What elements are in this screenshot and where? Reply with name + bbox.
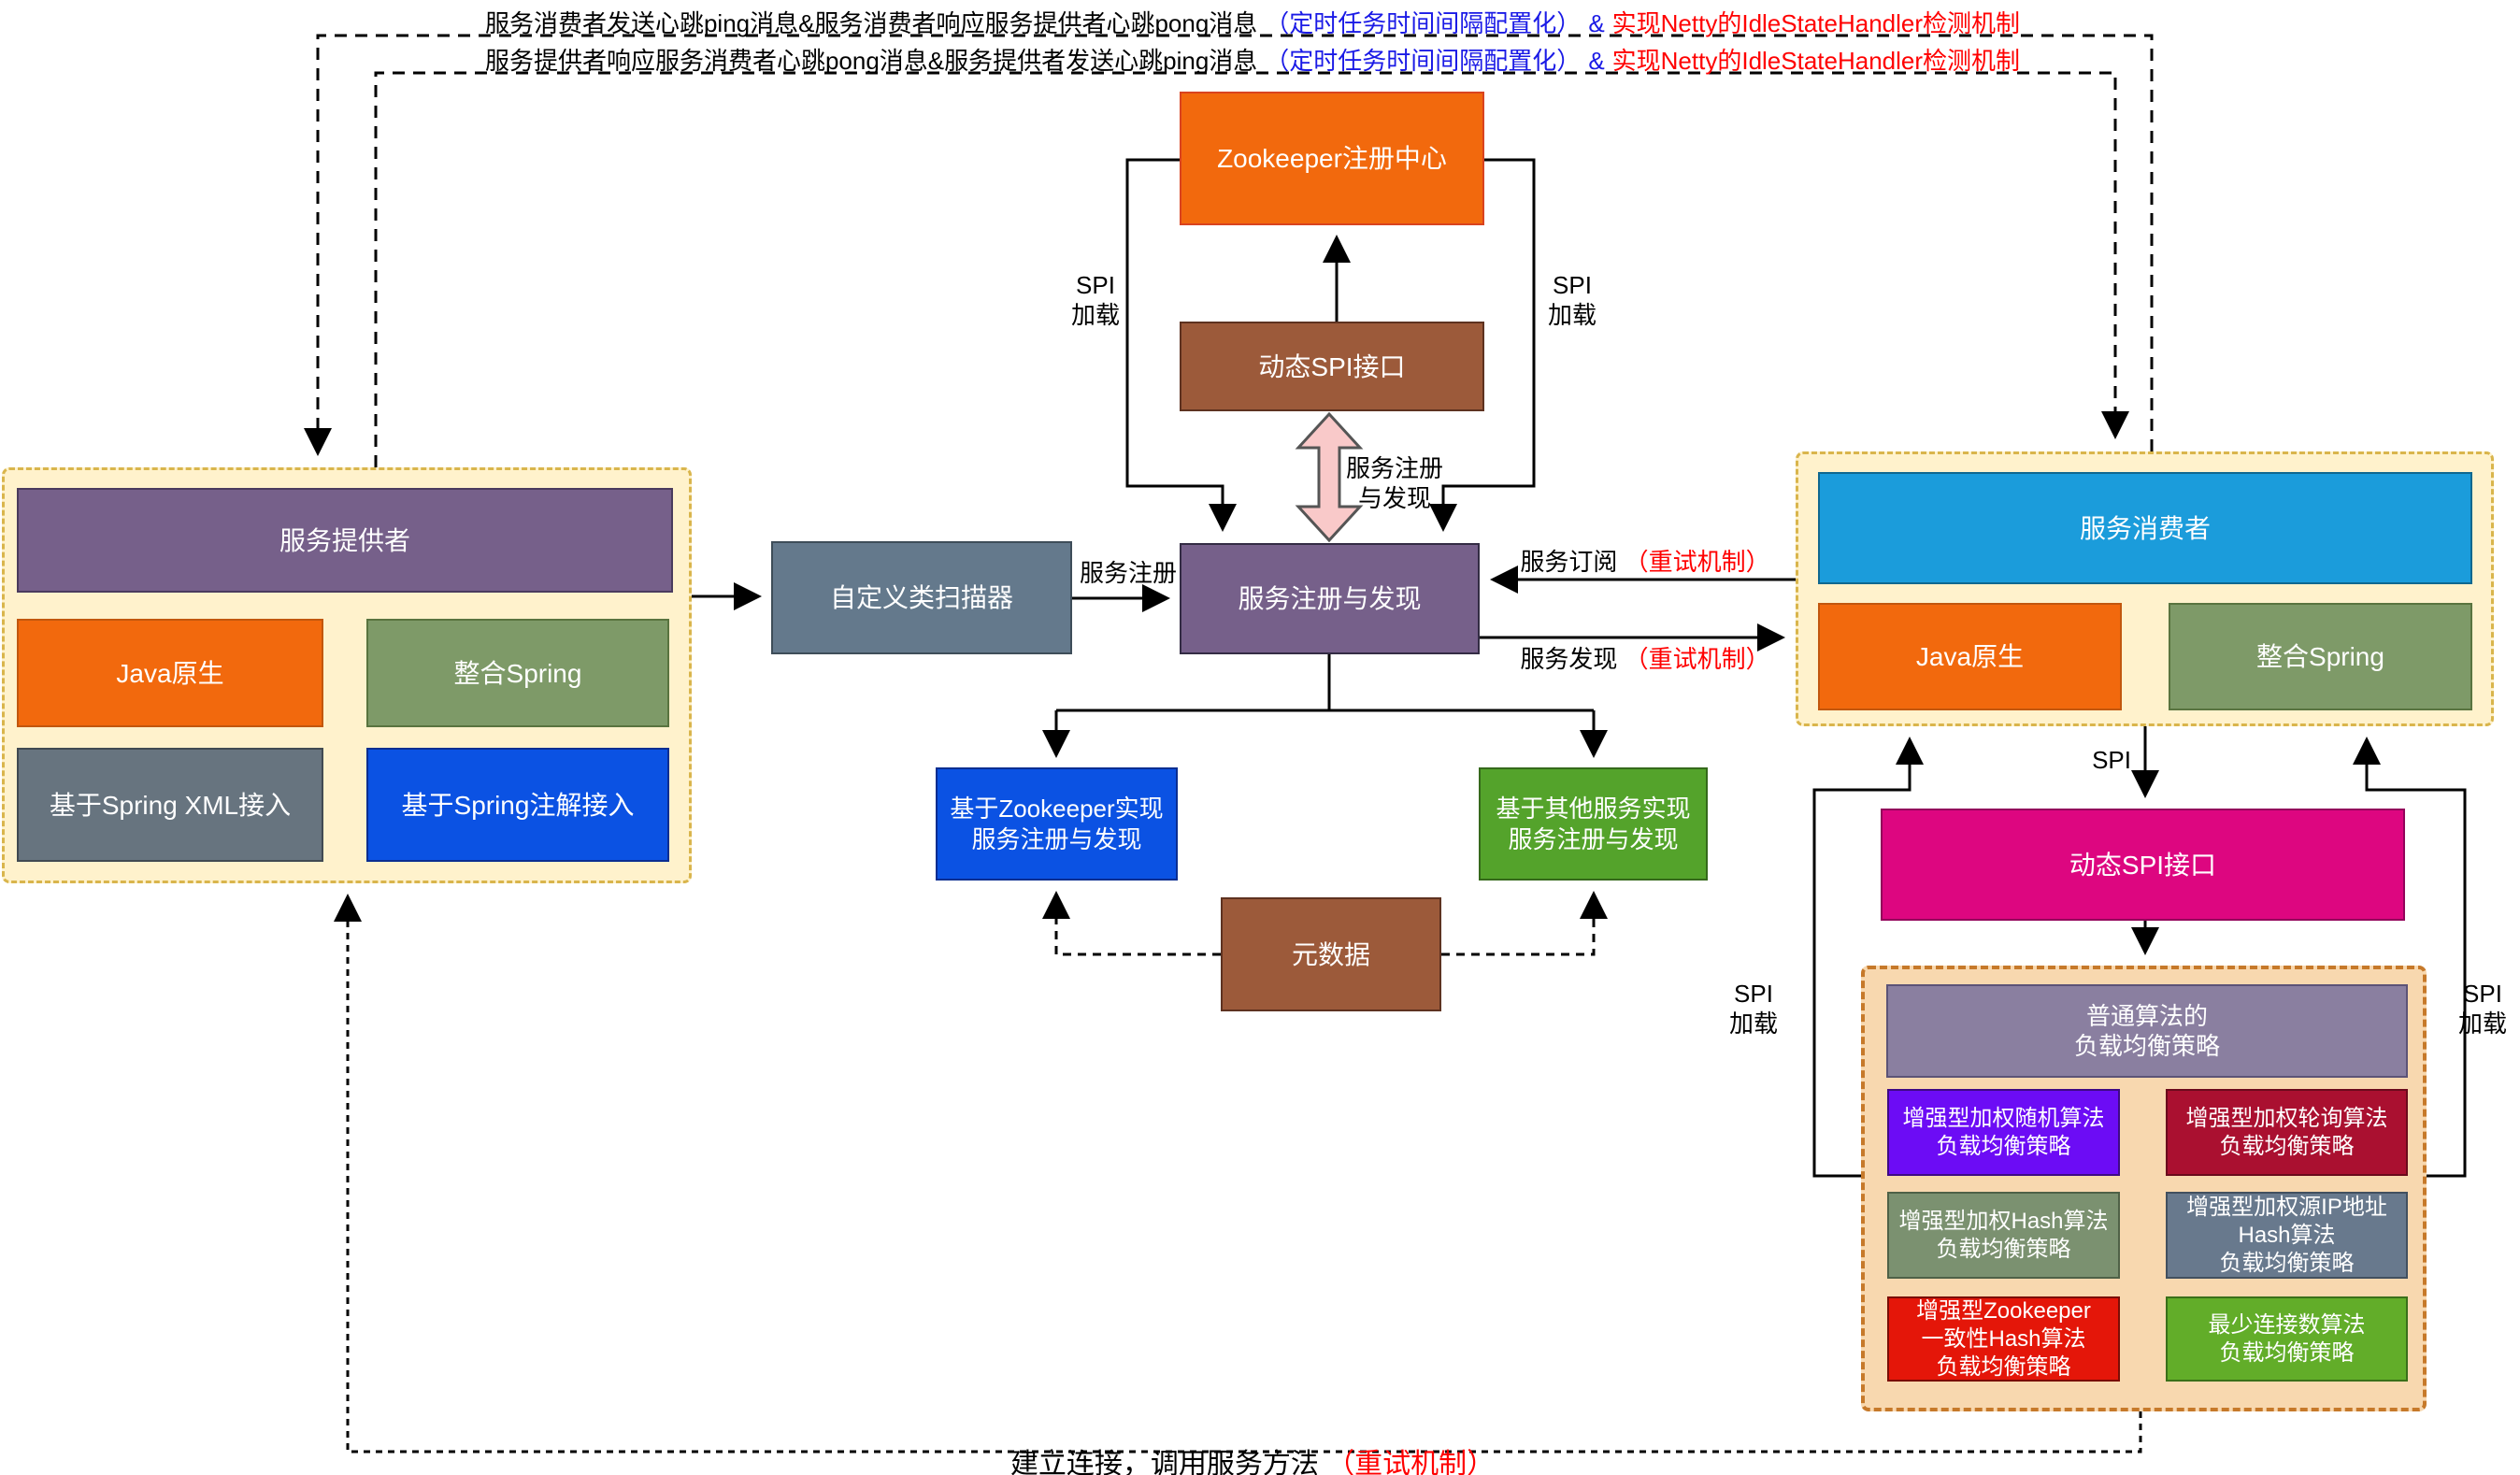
annotation-amp: & — [1588, 9, 1605, 37]
lb-zookeeper-consistent-hash-node: 增强型Zookeeper 一致性Hash算法 负载均衡策略 — [1887, 1296, 2120, 1382]
consumer-dynamic-spi-node: 动态SPI接口 — [1881, 809, 2405, 921]
provider-title-node: 服务提供者 — [17, 488, 673, 593]
metadata-node: 元数据 — [1221, 897, 1441, 1011]
lb-source-ip-hash-node: 增强型加权源IP地址 Hash算法 负载均衡策略 — [2166, 1192, 2408, 1279]
zookeeper-registry-node: Zookeeper注册中心 — [1180, 92, 1484, 225]
consumer-title-node: 服务消费者 — [1818, 472, 2472, 584]
annotation-amp: & — [1588, 47, 1605, 75]
lb-weighted-random-node: 增强型加权随机算法 负载均衡策略 — [1887, 1089, 2120, 1176]
consumer-java-node: Java原生 — [1818, 603, 2122, 710]
annotation-text-blue: （定时任务时间间隔配置化） — [1265, 47, 1582, 75]
register-discover-label: 服务注册 与发现 — [1345, 454, 1443, 512]
retry-label: （重试机制） — [1624, 548, 1770, 576]
zookeeper-impl-node: 基于Zookeeper实现 服务注册与发现 — [936, 767, 1178, 881]
spi-load-label-lb-right: SPI 加载 — [2457, 980, 2507, 1038]
lb-weighted-hash-node: 增强型加权Hash算法 负载均衡策略 — [1887, 1192, 2120, 1279]
dynamic-spi-interface-node: 动态SPI接口 — [1180, 322, 1484, 411]
solid-connectors — [692, 158, 2467, 1178]
lb-common-strategy-node: 普通算法的 负载均衡策略 — [1886, 984, 2408, 1078]
heartbeat-annotation-consumer: 服务消费者发送心跳ping消息&服务消费者响应服务提供者心跳pong消息（定时任… — [318, 5, 2187, 39]
connect-invoke-label: 建立连接，调用服务方法 （重试机制） — [879, 1413, 1626, 1475]
annotation-text: 服务提供者响应服务消费者心跳pong消息&服务提供者发送心跳ping消息 — [484, 47, 1258, 75]
heartbeat-annotation-provider: 服务提供者响应服务消费者心跳pong消息&服务提供者发送心跳ping消息（定时任… — [318, 42, 2187, 77]
annotation-text: 服务消费者发送心跳ping消息&服务消费者响应服务提供者心跳pong消息 — [484, 9, 1258, 37]
register-discover-double-arrow — [1295, 411, 1364, 543]
provider-spring-node: 整合Spring — [366, 619, 669, 727]
service-discover-label: 服务发现 （重试机制） — [1505, 645, 1785, 675]
service-registry-discovery-node: 服务注册与发现 — [1180, 543, 1480, 654]
service-subscribe-label: 服务订阅 （重试机制） — [1505, 548, 1785, 578]
retry-label: （重试机制） — [1624, 645, 1770, 673]
label-text: 建立连接，调用服务方法 — [1009, 1448, 1319, 1475]
other-service-impl-node: 基于其他服务实现 服务注册与发现 — [1479, 767, 1708, 881]
spi-load-label-lb-left: SPI 加载 — [1728, 980, 1778, 1038]
spi-load-label-right: SPI 加载 — [1547, 271, 1596, 329]
label-text: 服务发现 — [1520, 645, 1618, 673]
spi-label: SPI — [2092, 746, 2131, 774]
lb-least-connections-node: 最少连接数算法 负载均衡策略 — [2166, 1296, 2408, 1382]
retry-label: （重试机制） — [1326, 1448, 1496, 1475]
class-scanner-node: 自定义类扫描器 — [771, 541, 1072, 654]
spi-load-label-left: SPI 加载 — [1070, 271, 1120, 329]
label-text: 服务订阅 — [1520, 548, 1618, 576]
lb-weighted-round-robin-node: 增强型加权轮询算法 负载均衡策略 — [2166, 1089, 2408, 1176]
annotation-text-blue: （定时任务时间间隔配置化） — [1265, 9, 1582, 37]
provider-spring-annotation-node: 基于Spring注解接入 — [366, 748, 669, 862]
annotation-text-red: 实现Netty的IdleStateHandler检测机制 — [1611, 9, 2021, 37]
consumer-spring-node: 整合Spring — [2169, 603, 2472, 710]
service-register-label: 服务注册 — [1079, 559, 1177, 587]
dashed-connectors — [304, 34, 2154, 1454]
annotation-text-red: 实现Netty的IdleStateHandler检测机制 — [1611, 47, 2021, 75]
provider-spring-xml-node: 基于Spring XML接入 — [17, 748, 323, 862]
provider-java-node: Java原生 — [17, 619, 323, 727]
